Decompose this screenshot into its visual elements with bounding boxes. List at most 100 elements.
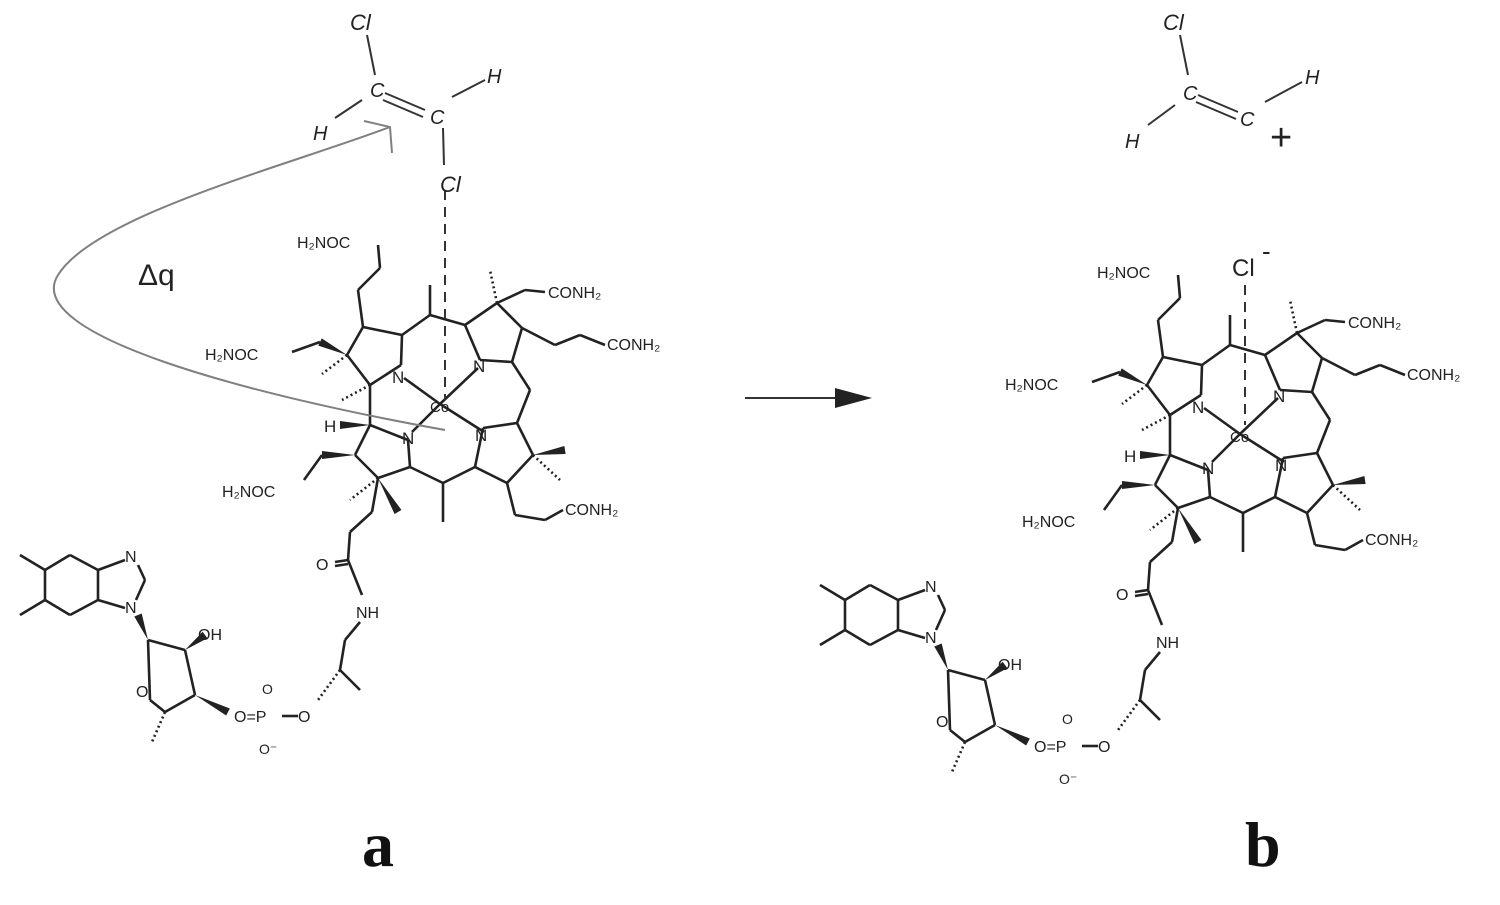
conh2-label: CONH₂ bbox=[565, 502, 618, 519]
ribose-ring bbox=[146, 639, 152, 701]
bond bbox=[1138, 669, 1147, 701]
bond bbox=[1321, 356, 1356, 377]
ring-b bbox=[1296, 332, 1323, 359]
bond bbox=[357, 267, 381, 291]
ring-c bbox=[1282, 451, 1318, 460]
bond bbox=[1144, 651, 1161, 671]
ring-c bbox=[506, 454, 534, 484]
panel-label-b: b bbox=[1245, 809, 1281, 880]
ring-b bbox=[510, 327, 524, 363]
nitrogen-label: N bbox=[125, 600, 137, 617]
bond bbox=[19, 598, 46, 617]
h2noc-label: H₂NOC bbox=[205, 347, 258, 364]
ribose-ring bbox=[949, 728, 966, 744]
bond bbox=[291, 340, 321, 354]
bond bbox=[1344, 538, 1364, 552]
wedge-bond bbox=[533, 446, 566, 455]
bond bbox=[334, 558, 349, 564]
ring-d bbox=[1169, 453, 1209, 472]
benzene-ring bbox=[844, 628, 871, 647]
ring-b bbox=[1310, 357, 1324, 393]
wedge-bond bbox=[1122, 481, 1155, 489]
positive-charge: + bbox=[1270, 117, 1292, 159]
hashed-bond bbox=[321, 353, 348, 376]
bond bbox=[819, 628, 846, 647]
co-n-bond bbox=[1239, 397, 1279, 435]
bond bbox=[1091, 370, 1121, 384]
oxygen-label: O bbox=[262, 681, 273, 697]
bond bbox=[554, 333, 581, 347]
wedge-bond bbox=[185, 631, 208, 650]
bond bbox=[334, 562, 349, 568]
nitrogen-label: N bbox=[473, 357, 485, 376]
ring-b bbox=[1263, 354, 1282, 391]
hydrogen-label: H bbox=[313, 123, 328, 145]
wedge-bond bbox=[340, 421, 370, 429]
phosphate-label: O=P bbox=[1034, 739, 1066, 756]
ring-c bbox=[1273, 457, 1285, 498]
bond bbox=[134, 579, 147, 601]
chlorine-label: Cl bbox=[1163, 10, 1185, 35]
ring-d bbox=[406, 439, 412, 468]
bond bbox=[936, 594, 947, 611]
bond bbox=[579, 333, 606, 347]
hashed-bond bbox=[950, 741, 967, 773]
bond bbox=[897, 628, 926, 640]
ring-b bbox=[496, 302, 523, 329]
ring-d bbox=[1154, 484, 1179, 509]
ring-b bbox=[479, 358, 513, 364]
nitrogen-label: N bbox=[392, 368, 404, 387]
reaction-arrow bbox=[745, 388, 872, 408]
cobalt-label: Co bbox=[1230, 429, 1249, 446]
carbon-label: C bbox=[1183, 83, 1198, 105]
wedge-bond bbox=[934, 643, 948, 670]
wedge-bond bbox=[1333, 476, 1366, 485]
negative-charge: - bbox=[1262, 236, 1271, 266]
bond bbox=[524, 288, 546, 294]
bond bbox=[1147, 104, 1176, 126]
ring-b bbox=[1264, 331, 1298, 357]
bond bbox=[1149, 541, 1173, 563]
ring-b bbox=[464, 301, 498, 327]
benzene-ring bbox=[44, 598, 71, 617]
ring-a bbox=[1145, 356, 1165, 386]
bond bbox=[409, 465, 444, 485]
bond bbox=[366, 34, 376, 76]
oh-label: OH bbox=[998, 657, 1022, 674]
conh2-label: CONH₂ bbox=[607, 337, 660, 354]
oxygen-label: O bbox=[1062, 711, 1073, 727]
benzene-ring bbox=[869, 583, 899, 602]
co-n-bond bbox=[1239, 432, 1285, 464]
bond bbox=[1195, 101, 1237, 120]
conh2-label: CONH₂ bbox=[548, 285, 601, 302]
h2noc-label: H₂NOC bbox=[1005, 377, 1058, 394]
wedge-bond bbox=[995, 725, 1030, 746]
bond bbox=[1379, 363, 1406, 377]
bond bbox=[1176, 274, 1182, 299]
bond bbox=[1197, 94, 1239, 113]
conh2-label: CONH₂ bbox=[1365, 532, 1418, 549]
ring-c bbox=[1315, 452, 1335, 486]
bond bbox=[505, 482, 517, 516]
bond bbox=[1134, 588, 1149, 594]
bond bbox=[514, 513, 546, 522]
ribose-ring bbox=[946, 669, 952, 731]
phosphate-label: O=P bbox=[234, 709, 266, 726]
ring-c bbox=[1274, 495, 1308, 515]
carbon-label: C bbox=[430, 107, 445, 129]
bond bbox=[1201, 343, 1231, 367]
hydrogen-label: H bbox=[324, 417, 336, 436]
hashed-bond bbox=[1141, 413, 1171, 432]
bond bbox=[376, 244, 382, 269]
wedge-bond bbox=[1140, 451, 1170, 459]
bond bbox=[429, 313, 466, 327]
wedge-bond bbox=[134, 613, 148, 640]
bond bbox=[544, 508, 564, 522]
wedge-bond bbox=[1178, 508, 1202, 545]
wedge-bond bbox=[195, 695, 230, 716]
co-n-bond bbox=[403, 376, 441, 406]
ribose-ring bbox=[947, 668, 986, 682]
wedge-bond bbox=[1118, 368, 1147, 385]
